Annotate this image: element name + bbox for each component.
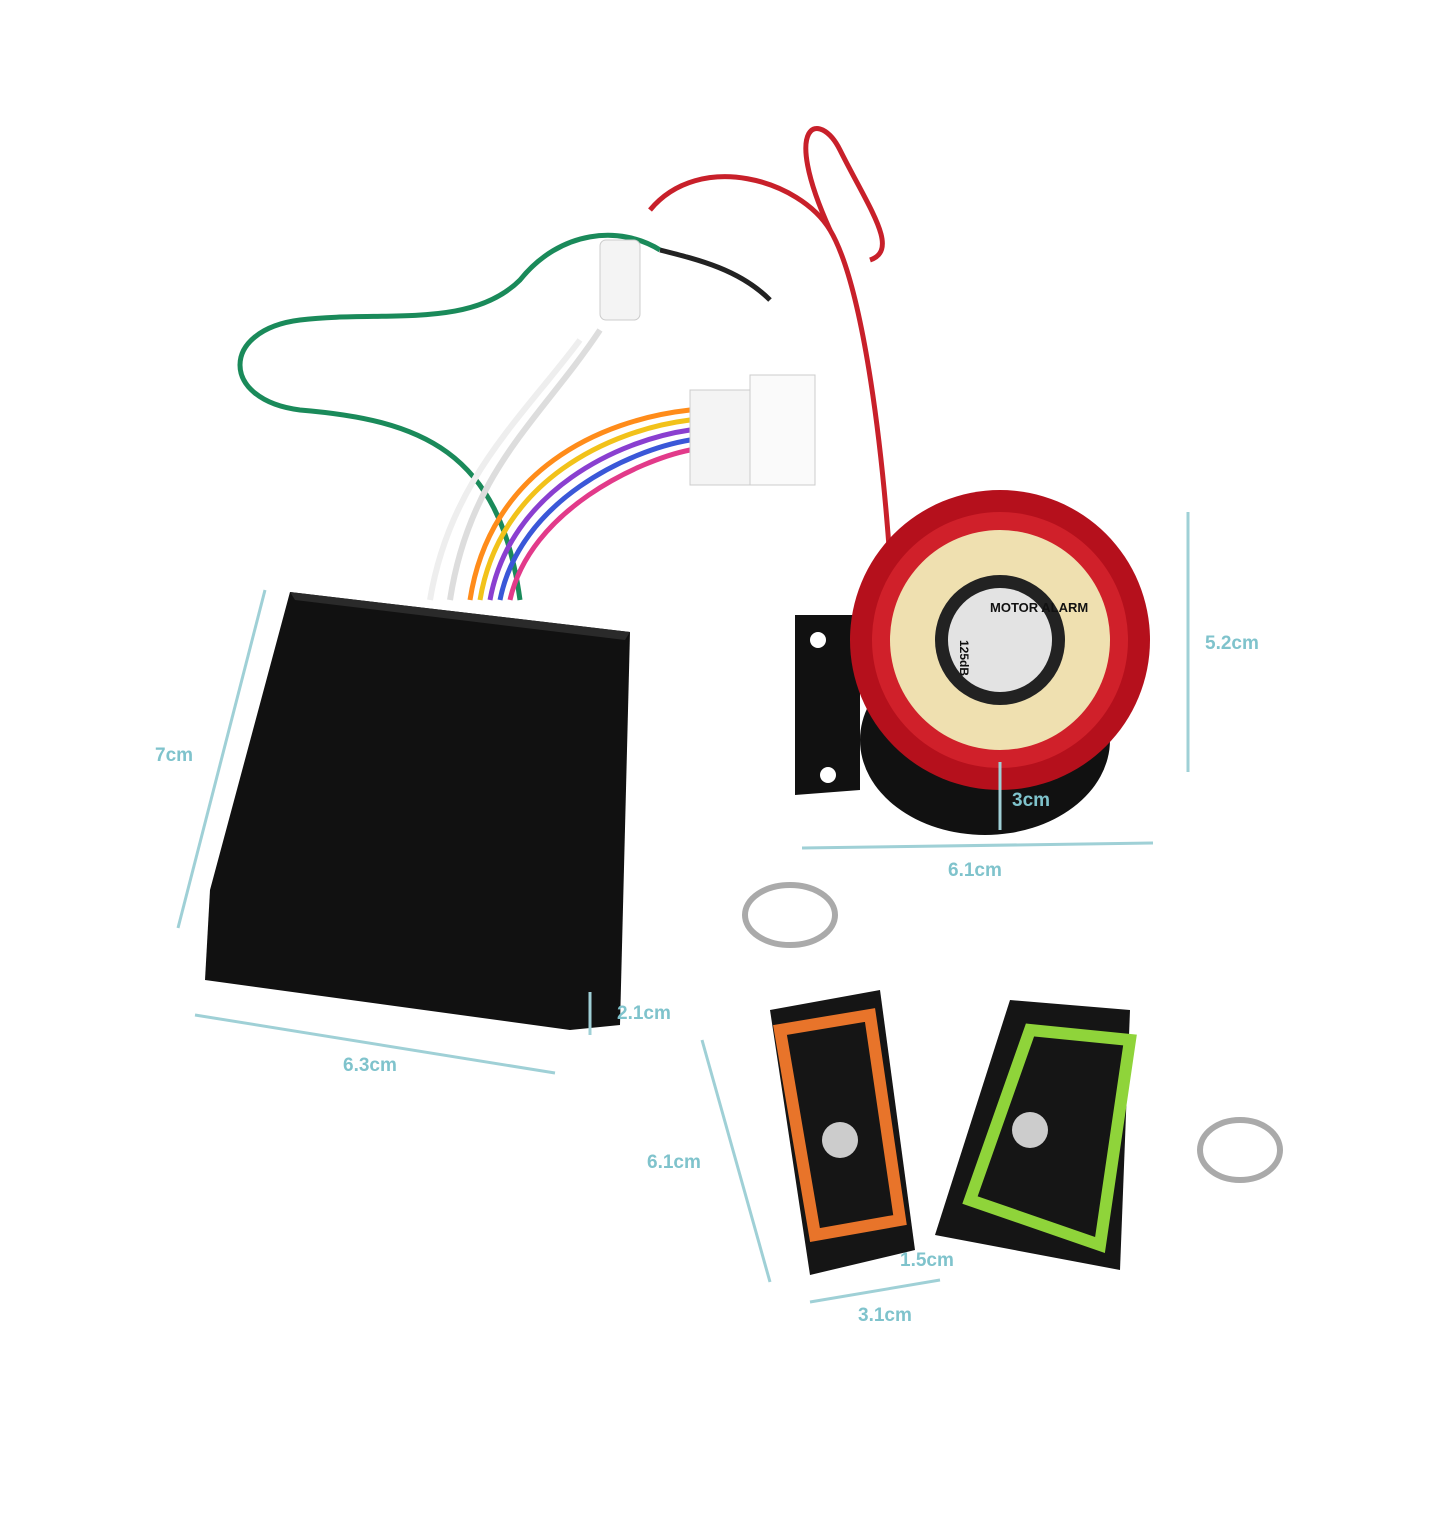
remote-green (935, 1000, 1283, 1270)
control-box (205, 592, 630, 1030)
remote-depth-label: 1.5cm (900, 1250, 954, 1271)
plug-connector-b (749, 374, 816, 486)
siren-rating-text: 125dB (957, 640, 971, 676)
plug-connector-a (689, 389, 751, 486)
wires (237, 126, 893, 601)
box-depth-label: 2.1cm (617, 1003, 671, 1024)
siren-label-text: MOTOR ALARM (990, 600, 1088, 615)
box-width-label: 6.3cm (343, 1055, 397, 1076)
siren (795, 490, 1150, 835)
box-height-label: 7cm (155, 745, 194, 766)
remote-orange (742, 882, 915, 1275)
siren-depth-label: 3cm (1012, 790, 1051, 811)
siren-width-label: 6.1cm (948, 860, 1002, 881)
remote-width-label: 3.1cm (858, 1305, 912, 1326)
remote-height-label: 6.1cm (647, 1152, 701, 1173)
dimension-lines (176, 512, 1190, 1304)
wire-connector (599, 239, 641, 321)
siren-height-label: 5.2cm (1205, 633, 1259, 654)
